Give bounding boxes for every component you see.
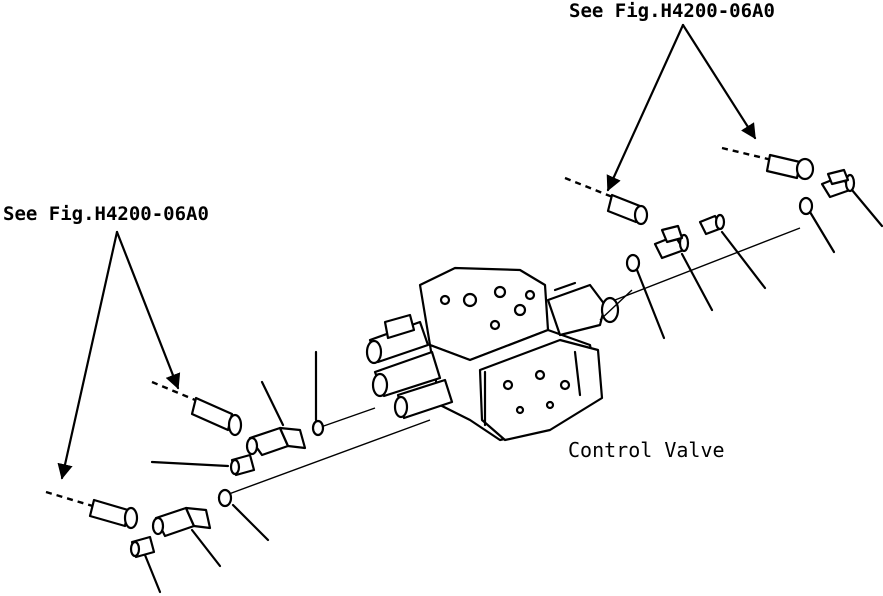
ref-arrow-top-left: [606, 23, 685, 192]
control-valve-body: [365, 266, 620, 442]
ref-arrow-top-right: [681, 23, 757, 140]
left-plug-lower: [129, 535, 156, 559]
assembly-line-upper-left: [317, 407, 376, 429]
o-ring-top-1: [625, 253, 641, 273]
reference-label-left: See Fig.H4200-06A0: [3, 203, 209, 225]
reference-label-top: See Fig.H4200-06A0: [569, 0, 775, 22]
assembly-line-right-upper: [614, 227, 801, 301]
left-hose-fitting-upper: [151, 380, 243, 437]
leader-lines: [143, 188, 883, 594]
left-hose-fitting-lower: [45, 490, 139, 530]
top-connector-c: [820, 168, 856, 199]
ref-arrow-left-upper: [115, 230, 181, 390]
o-ring-left-1: [311, 419, 325, 437]
left-plug: [229, 453, 256, 477]
ref-arrow-left-lower: [57, 230, 119, 480]
left-elbow-upper: [245, 426, 307, 457]
o-ring-top-2: [798, 196, 814, 216]
control-valve-label: Control Valve: [568, 438, 725, 462]
assembly-line-right-lower: [599, 289, 633, 321]
assembly-line-lower-left: [217, 419, 431, 499]
top-hose-fitting-right: [721, 146, 815, 181]
top-connector-b: [698, 213, 726, 236]
left-elbow-lower: [151, 506, 212, 538]
o-ring-left-2: [217, 488, 233, 508]
top-connector-a: [653, 224, 690, 260]
top-hose-fitting-left: [564, 176, 649, 226]
